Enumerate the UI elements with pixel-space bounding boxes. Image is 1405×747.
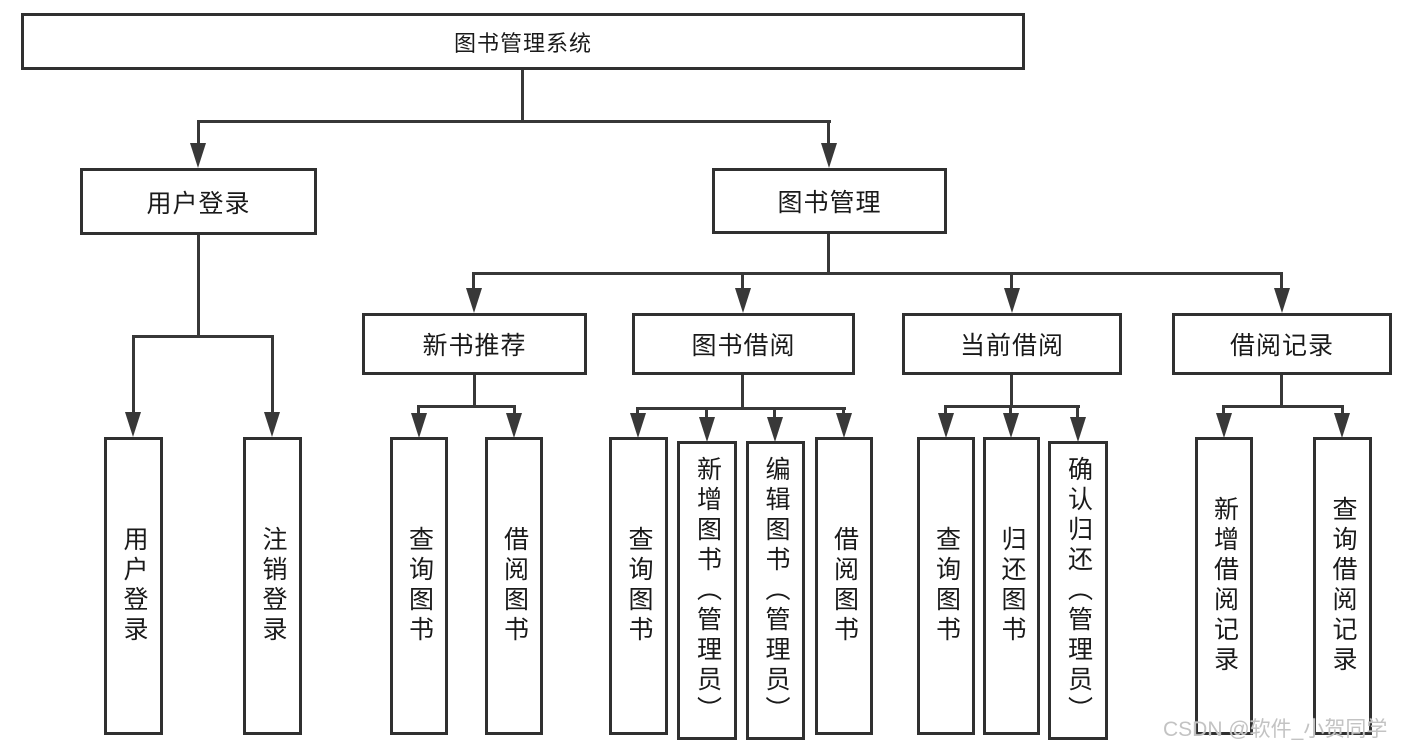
leaf-edit-books-admin: 编辑图书（管理员） <box>746 441 805 740</box>
edge-line <box>636 407 846 410</box>
edge-line <box>1010 272 1013 290</box>
node-label: 图书管理 <box>777 189 882 217</box>
edge-line <box>132 335 274 338</box>
edge-line <box>521 70 524 120</box>
edge-arrowhead <box>125 412 141 437</box>
csdn-watermark: CSDN @软件_小贺同学 <box>1163 718 1388 741</box>
edge-line <box>741 272 744 290</box>
node-root-system: 图书管理系统 <box>21 13 1025 70</box>
node-label: 当前借阅 <box>959 332 1064 360</box>
node-label: 查询图书 <box>932 526 961 646</box>
leaf-logout: 注销登录 <box>243 437 302 735</box>
edge-line <box>1222 405 1225 417</box>
edge-arrowhead <box>190 143 206 168</box>
node-label: 编辑图书（管理员） <box>762 455 790 726</box>
node-borrow-records: 借阅记录 <box>1172 313 1392 375</box>
node-label: 图书借阅 <box>691 332 796 360</box>
edge-arrowhead <box>466 288 482 313</box>
node-current-borrow: 当前借阅 <box>902 313 1122 375</box>
node-book-management: 图书管理 <box>712 168 947 234</box>
edge-arrowhead <box>1216 413 1232 438</box>
leaf-query-books-current: 查询图书 <box>917 437 975 735</box>
node-label: 查询图书 <box>625 526 653 646</box>
edge-line <box>271 335 274 415</box>
edge-line <box>1280 375 1283 405</box>
edge-line <box>197 120 200 148</box>
edge-line <box>705 407 708 419</box>
edge-arrowhead <box>821 143 837 168</box>
node-label: 注销登录 <box>259 526 287 646</box>
node-label: 借阅图书 <box>830 526 859 646</box>
edge-arrowhead <box>630 413 646 438</box>
edge-line <box>636 407 639 417</box>
edge-line <box>417 405 420 417</box>
node-label: 归还图书 <box>998 526 1026 646</box>
edge-line <box>513 405 516 417</box>
edge-line <box>842 407 845 417</box>
node-book-borrow: 图书借阅 <box>632 313 855 375</box>
edge-line <box>417 405 516 408</box>
leaf-query-books-recommend: 查询图书 <box>390 437 448 735</box>
node-new-book-recommend: 新书推荐 <box>362 313 587 375</box>
edge-line <box>473 375 476 405</box>
edge-arrowhead <box>264 412 280 437</box>
edge-arrowhead <box>1334 413 1350 438</box>
edge-line <box>827 234 830 272</box>
edge-line <box>773 407 776 419</box>
leaf-confirm-return-admin: 确认归还（管理员） <box>1048 441 1108 740</box>
node-user-login: 用户登录 <box>80 168 317 235</box>
leaf-query-books-borrow: 查询图书 <box>609 437 668 735</box>
edge-arrowhead <box>1070 417 1086 442</box>
edge-line <box>197 120 831 123</box>
edge-line <box>1010 375 1013 405</box>
node-label: 新增图书（管理员） <box>693 455 722 726</box>
edge-arrowhead <box>938 413 954 438</box>
leaf-borrow-books-recommend: 借阅图书 <box>485 437 543 735</box>
edge-line <box>1280 272 1283 290</box>
node-label: 新增借阅记录 <box>1210 496 1239 676</box>
node-label: 确认归还（管理员） <box>1064 455 1093 726</box>
node-label: 用户登录 <box>120 526 148 646</box>
edge-arrowhead <box>1274 288 1290 313</box>
edge-arrowhead <box>1003 413 1019 438</box>
edge-line <box>1341 405 1344 417</box>
edge-line <box>827 120 830 148</box>
edge-line <box>1222 405 1344 408</box>
edge-line <box>1076 405 1079 419</box>
edge-line <box>132 335 135 415</box>
leaf-query-borrow-record: 查询借阅记录 <box>1313 437 1372 735</box>
edge-line <box>472 272 475 290</box>
edge-arrowhead <box>411 413 427 438</box>
edge-arrowhead <box>767 417 783 442</box>
edge-line <box>1009 405 1012 417</box>
edge-line <box>944 405 1080 408</box>
node-label: 新书推荐 <box>422 332 527 360</box>
leaf-add-borrow-record: 新增借阅记录 <box>1195 437 1253 735</box>
node-label: 借阅图书 <box>500 526 529 646</box>
edge-line <box>944 405 947 417</box>
edge-arrowhead <box>506 413 522 438</box>
leaf-borrow-books: 借阅图书 <box>815 437 873 735</box>
leaf-return-books: 归还图书 <box>983 437 1040 735</box>
edge-arrowhead <box>735 288 751 313</box>
edge-arrowhead <box>836 413 852 438</box>
node-label: 图书管理系统 <box>453 30 592 56</box>
edge-line <box>741 375 744 407</box>
node-label: 用户登录 <box>146 189 251 218</box>
edge-line <box>473 272 1283 275</box>
edge-arrowhead <box>1004 288 1020 313</box>
leaf-user-login: 用户登录 <box>104 437 163 735</box>
node-label: 查询图书 <box>405 526 434 646</box>
edge-line <box>197 235 200 335</box>
leaf-add-books-admin: 新增图书（管理员） <box>677 441 737 740</box>
node-label: 借阅记录 <box>1229 332 1334 360</box>
edge-arrowhead <box>699 417 715 442</box>
node-label: 查询借阅记录 <box>1329 496 1357 676</box>
